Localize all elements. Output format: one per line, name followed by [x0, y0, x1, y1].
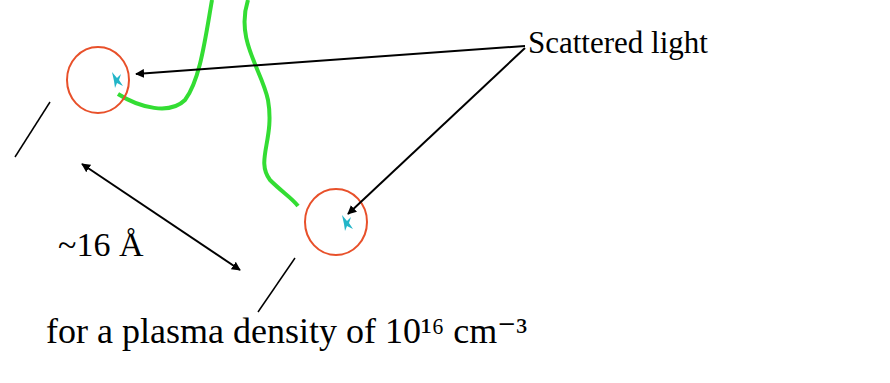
leader-arrow	[348, 48, 525, 214]
light-path	[245, 0, 298, 206]
particle-symbol	[112, 72, 353, 231]
particle-circle	[67, 47, 129, 113]
extension-line	[258, 258, 295, 312]
callout-label: Scattered light	[528, 26, 708, 60]
leader-arrow	[136, 46, 525, 74]
caption: for a plasma density of 10¹⁶ cm⁻³	[46, 312, 527, 352]
dimension-label: ~16 Å	[56, 226, 145, 263]
particle-circle	[305, 189, 367, 255]
extension-line	[15, 102, 50, 157]
light-path	[118, 0, 212, 108]
